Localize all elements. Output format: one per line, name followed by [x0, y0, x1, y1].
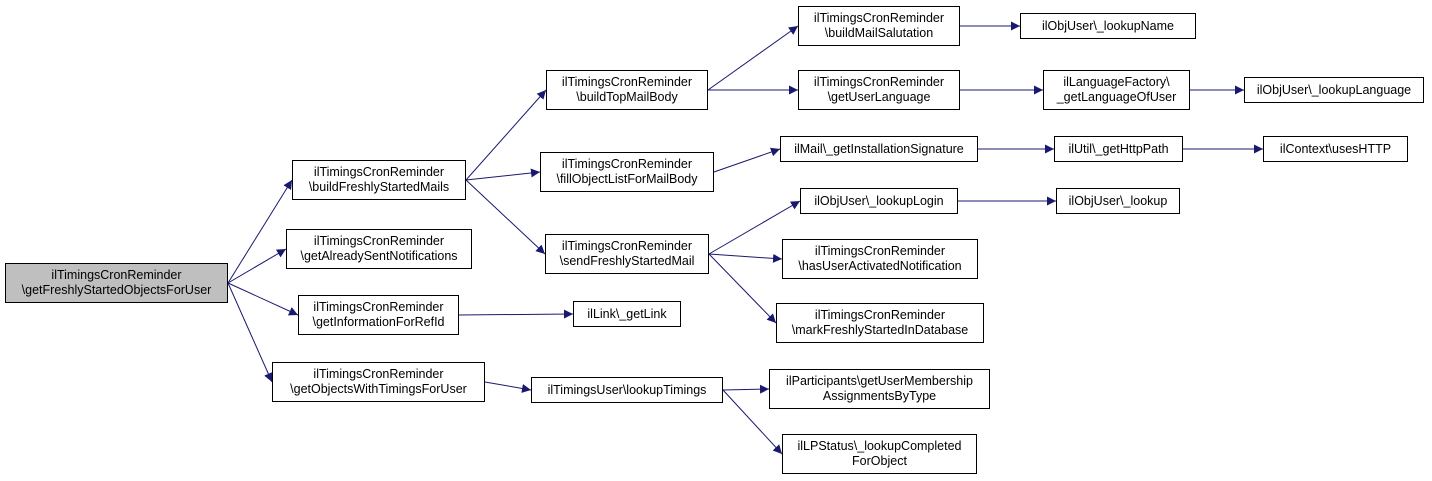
edge-buildFreshlyStartedMails-to-fillObjectListForMailBody	[465, 168, 541, 181]
node-label-line: ilObjUser\_lookupLogin	[814, 193, 944, 208]
node-label-line: ilTimingsUser\lookupTimings	[547, 382, 707, 397]
node-has-user-activated-notification[interactable]: ilTimingsCronReminder\hasUserActivatedNo…	[782, 239, 978, 279]
node-get-http-path[interactable]: ilUtil\_getHttpPath	[1054, 136, 1183, 162]
node-label-line: ilTimingsCronReminder	[313, 234, 445, 248]
node-label-line: ilTimingsCronReminder	[813, 75, 945, 89]
node-label-line: \getUserLanguage	[827, 90, 931, 104]
edge-getObjectsWithTimingsForUser-to-lookupTimings	[484, 381, 532, 393]
node-get-link[interactable]: ilLink\_getLink	[573, 301, 681, 327]
node-label-line: ilLanguageFactory\	[1063, 75, 1170, 89]
node-label-line: ilTimingsCronReminder	[561, 75, 693, 89]
edge-sendFreshlyStartedMail-to-hasUserActivatedNotification	[708, 253, 783, 263]
edge-root-to-buildFreshlyStartedMails	[227, 179, 293, 284]
node-label-line: \sendFreshlyStartedMail	[559, 254, 695, 268]
node-label-line: ilTimingsCronReminder	[814, 244, 946, 258]
node-label-line: ilTimingsCronReminder	[51, 268, 182, 282]
node-label-line: ilTimingsCronReminder	[313, 300, 444, 314]
node-lookup-language[interactable]: ilObjUser\_lookupLanguage	[1244, 77, 1424, 103]
edge-sendFreshlyStartedMail-to-markFreshlyStartedInDatabase	[708, 253, 777, 324]
node-lookup[interactable]: ilObjUser\_lookup	[1056, 188, 1180, 214]
node-label-line: \getAlreadySentNotifications	[300, 249, 458, 263]
node-label-line: \getInformationForRefId	[312, 315, 445, 329]
node-get-language-of-user[interactable]: ilLanguageFactory\_getLanguageOfUser	[1043, 70, 1190, 110]
edge-buildFreshlyStartedMails-to-buildTopMailBody	[465, 89, 547, 181]
node-get-information-for-ref-id[interactable]: ilTimingsCronReminder\getInformationForR…	[298, 295, 459, 335]
node-label-line: ilLink\_getLink	[587, 306, 667, 321]
node-build-mail-salutation[interactable]: ilTimingsCronReminder\buildMailSalutatio…	[798, 6, 960, 46]
node-mark-freshly-started-in-database[interactable]: ilTimingsCronReminder\markFreshlyStarted…	[776, 303, 984, 343]
edge-fillObjectListForMailBody-to-getInstallationSignature	[713, 147, 781, 173]
edge-root-to-getInformationForRefId	[227, 282, 299, 316]
node-label-line: \fillObjectListForMailBody	[556, 172, 698, 186]
edge-root-to-getAlreadySentNotifications	[227, 248, 287, 284]
node-lookup-timings[interactable]: ilTimingsUser\lookupTimings	[531, 377, 723, 403]
edge-lookupTimings-to-lookupCompletedForObject	[722, 389, 783, 455]
node-label-line: ilTimingsCronReminder	[813, 11, 945, 25]
node-label-line: ilObjUser\_lookup	[1068, 193, 1168, 208]
node-label-line: _getLanguageOfUser	[1056, 90, 1177, 104]
node-label-line: ilUtil\_getHttpPath	[1068, 141, 1169, 156]
node-label-line: ilObjUser\_lookupLanguage	[1256, 82, 1412, 97]
node-label-line: AssignmentsByType	[822, 389, 937, 403]
edge-root-to-getObjectsWithTimingsForUser	[227, 282, 273, 383]
node-lookup-name[interactable]: ilObjUser\_lookupName	[1020, 13, 1196, 39]
node-label-line: ilMail\_getInstallationSignature	[794, 141, 964, 156]
node-get-installation-signature[interactable]: ilMail\_getInstallationSignature	[780, 136, 978, 162]
node-uses-http[interactable]: ilContext\usesHTTP	[1263, 136, 1408, 162]
node-label-line: ilTimingsCronReminder	[313, 367, 444, 381]
node-label-line: \buildFreshlyStartedMails	[308, 180, 450, 194]
node-get-objects-with-timings-for-user[interactable]: ilTimingsCronReminder\getObjectsWithTimi…	[272, 362, 485, 402]
node-build-freshly-started-mails[interactable]: ilTimingsCronReminder\buildFreshlyStarte…	[292, 160, 466, 200]
node-fill-object-list-for-mail-body[interactable]: ilTimingsCronReminder\fillObjectListForM…	[540, 152, 714, 192]
node-label-line: ilTimingsCronReminder	[814, 308, 946, 322]
node-label-line: ilTimingsCronReminder	[313, 165, 445, 179]
node-label-line: ForObject	[852, 454, 907, 468]
node-label-line: ilContext\usesHTTP	[1279, 141, 1392, 156]
node-label-line: \markFreshlyStartedInDatabase	[791, 323, 969, 337]
node-get-already-sent-notifications[interactable]: ilTimingsCronReminder\getAlreadySentNoti…	[286, 229, 472, 269]
node-label-line: \hasUserActivatedNotification	[798, 259, 962, 273]
node-get-user-language[interactable]: ilTimingsCronReminder\getUserLanguage	[798, 70, 960, 110]
node-root: ilTimingsCronReminder\getFreshlyStartedO…	[5, 263, 228, 303]
edge-lookupTimings-to-getUserMembershipAssignmentsByType	[722, 384, 770, 394]
node-lookup-login[interactable]: ilObjUser\_lookupLogin	[800, 188, 958, 214]
node-label-line: ilTimingsCronReminder	[561, 239, 693, 253]
node-label-line: ilParticipants\getUserMembership	[786, 374, 973, 388]
node-label-line: \buildTopMailBody	[576, 90, 678, 104]
node-label-line: ilLPStatus\_lookupCompleted	[797, 439, 962, 453]
node-label-line: \getFreshlyStartedObjectsForUser	[21, 283, 212, 297]
node-label-line: ilObjUser\_lookupName	[1041, 18, 1174, 33]
node-label-line: \buildMailSalutation	[824, 26, 934, 40]
node-label-line: ilTimingsCronReminder	[561, 157, 693, 171]
node-label-line: \getObjectsWithTimingsForUser	[290, 382, 467, 396]
edge-buildFreshlyStartedMails-to-sendFreshlyStartedMail	[465, 179, 546, 255]
edge-sendFreshlyStartedMail-to-lookupLogin	[708, 200, 801, 255]
edge-buildTopMailBody-to-buildMailSalutation	[707, 25, 799, 91]
node-send-freshly-started-mail[interactable]: ilTimingsCronReminder\sendFreshlyStarted…	[545, 234, 709, 274]
edge-getInformationForRefId-to-getLink	[458, 309, 574, 319]
node-build-top-mail-body[interactable]: ilTimingsCronReminder\buildTopMailBody	[546, 70, 708, 110]
